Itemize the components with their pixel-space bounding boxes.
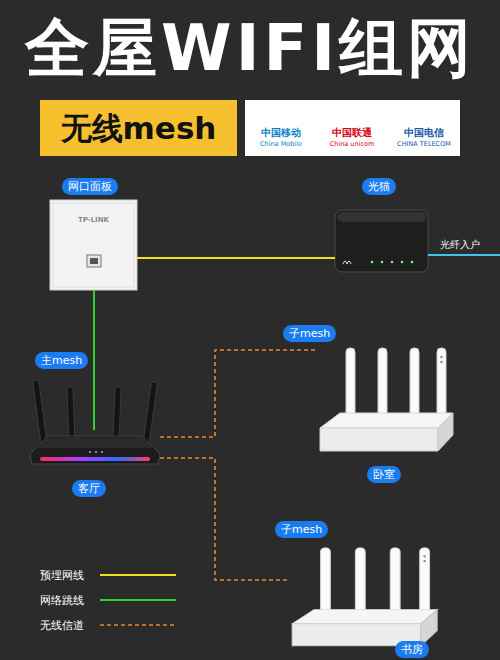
- brand-name: 中国移动: [245, 127, 317, 140]
- sub-router-drawing: [292, 548, 437, 646]
- wall-panel: 网口面板TP-LINK: [50, 200, 137, 290]
- brand-name: 中国电信: [388, 127, 460, 140]
- device-tag: 网口面板: [62, 178, 118, 195]
- room-tag: 书房: [395, 641, 429, 658]
- legend-text: 网络跳线: [40, 593, 84, 608]
- legend-text: 预埋网线: [40, 568, 84, 583]
- tag-text: 无线mesh: [40, 108, 237, 150]
- brand-name-en: China Mobile: [245, 140, 317, 148]
- wireless-link: [160, 458, 290, 580]
- brand-name-en: China unicom: [316, 140, 388, 148]
- brand-name: 中国联通: [316, 127, 388, 140]
- optical-modem: 光猫: [335, 210, 428, 272]
- brand-name-en: CHINA TELECOM: [388, 140, 460, 148]
- room-tag: 卧室: [367, 466, 401, 483]
- diagram-title: 全屋WIFI组网: [0, 10, 500, 86]
- main-mesh-router: 主mesh客厅: [30, 430, 160, 468]
- sub-router-drawing: [320, 348, 453, 451]
- fiber-line: [428, 254, 500, 256]
- wireless-link: [160, 350, 318, 437]
- note-label: 光纤入户: [440, 238, 480, 252]
- device-tag: 子mesh: [283, 325, 336, 342]
- room-tag: 客厅: [72, 480, 106, 497]
- legend-line: [100, 574, 176, 576]
- legend-line: [100, 624, 176, 626]
- patch-cable: [93, 290, 95, 430]
- sub-mesh-router: 子mesh卧室: [318, 345, 455, 455]
- tag-box: 无线mesh: [40, 100, 237, 156]
- device-tag: 光猫: [362, 178, 396, 195]
- device-tag: 主mesh: [35, 352, 88, 369]
- legend-samples: [100, 575, 176, 625]
- wall-panel-drawing: [50, 200, 137, 290]
- device-tag: 子mesh: [275, 521, 328, 538]
- legend-text: 无线信道: [40, 618, 84, 633]
- logo-box: 中国移动China Mobile中国联通China unicom中国电信CHIN…: [245, 100, 460, 156]
- legend-line: [100, 599, 176, 601]
- brand-mark: TP-LINK: [50, 216, 137, 224]
- cable-line: [137, 257, 335, 259]
- modem-drawing: [335, 210, 428, 272]
- sub-mesh-router: 子mesh书房: [290, 545, 440, 650]
